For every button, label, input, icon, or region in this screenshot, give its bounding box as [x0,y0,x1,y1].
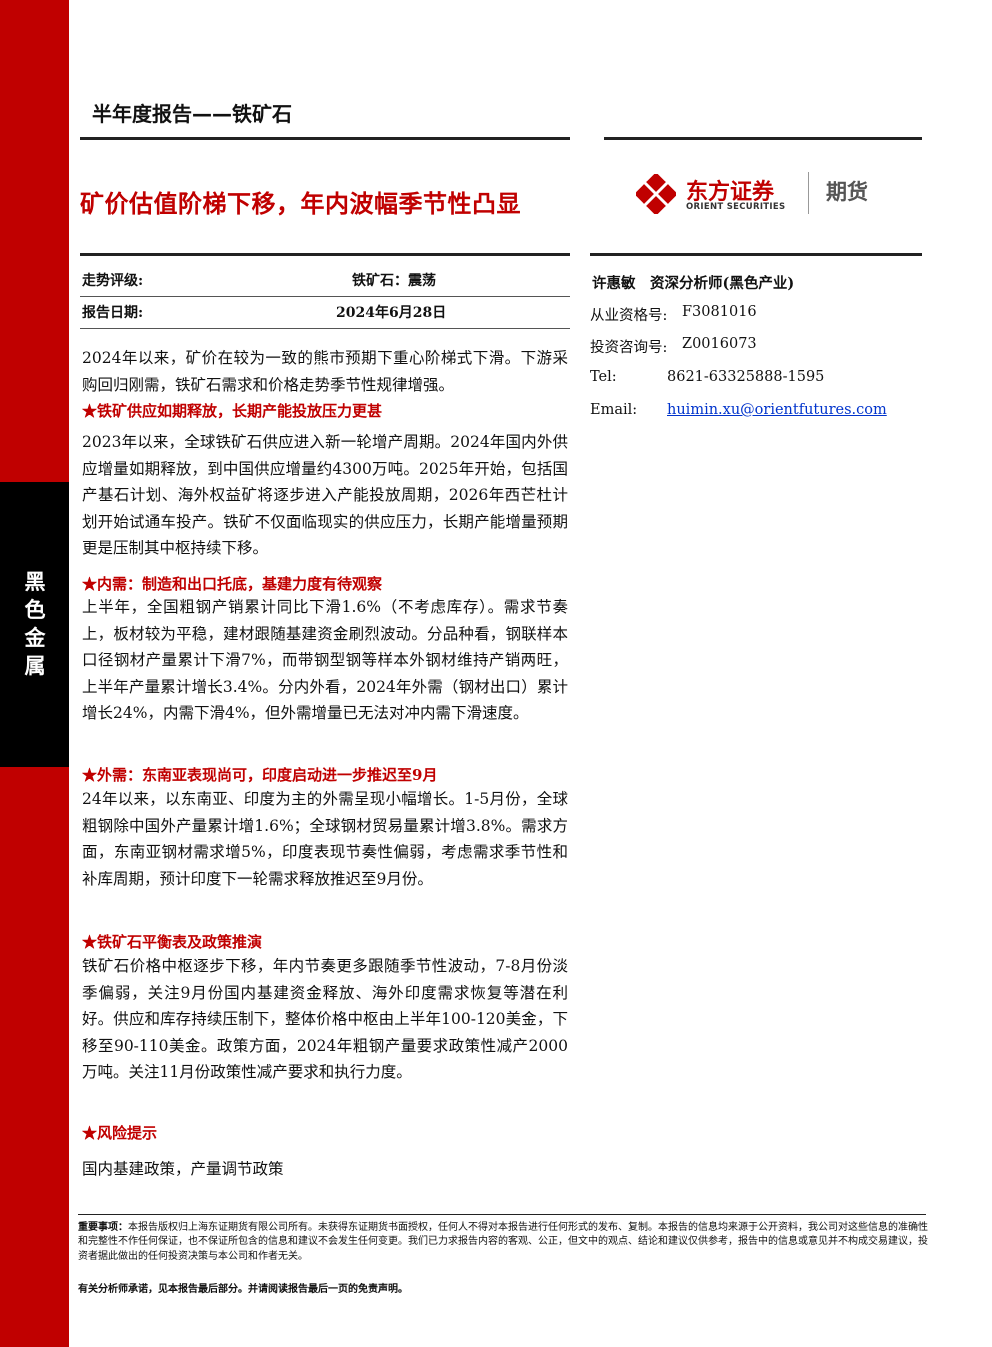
investment-advisory-label: 投资咨询号: [590,340,668,356]
disclaimer-note: 有关分析师承诺，见本报告最后部分。并请阅读报告最后一页的免责声明。 [78,1284,408,1295]
meta-rule-left [80,253,570,256]
section-body-balance: 铁矿石价格中枢逐步下移，年内节奏更多跟随季节性波动，7-8月份淡季偏弱，关注9月… [82,957,568,1081]
footer-rule [78,1214,926,1215]
email-label: Email: [590,402,638,418]
qualification-number: F3081016 [682,304,757,320]
investment-advisory-number: Z0016073 [682,336,757,352]
brand-name-en: ORIENT SECURITIES [686,202,786,212]
section-heading-risk: ★风险提示 [82,1124,158,1142]
report-type-title: 半年度报告——铁矿石 [92,102,292,126]
tel-label: Tel: [590,369,617,385]
email-link[interactable]: huimin.xu@orientfutures.com [667,402,887,418]
section-body-domestic: 上半年，全国粗钢产销累计同比下滑1.6%（不考虑库存）。需求节奏上，板材较为平稳… [82,598,568,722]
qualification-label: 从业资格号: [590,308,668,324]
section-heading-external: ★外需：东南亚表现尚可，印度启动进一步推迟至9月 [82,766,438,784]
section-body-external: 24年以来，以东南亚、印度为主的外需呈现小幅增长。1-5月份，全球粗钢除中国外产… [82,790,568,888]
disclaimer-text: 重要事项：本报告版权归上海东证期货有限公司所有。未获得东证期货书面授权，任何人不… [78,1221,928,1264]
top-rule-left [80,137,570,140]
meta-divider [80,296,570,297]
section-body-supply: 2023年以来，全球铁矿石供应进入新一轮增产周期。2024年国内外供应增量如期释… [82,433,568,557]
tel-number: 8621-63325888-1595 [667,369,825,385]
brand-name-cn: 东方证券 [686,180,775,205]
meta-rule-right [590,253,922,256]
disclaimer-label: 重要事项： [78,1222,128,1233]
trend-rating-label: 走势评级: [82,273,144,289]
report-date-value: 2024年6月28日 [336,305,447,321]
section-heading-domestic: ★内需：制造和出口托底，基建力度有待观察 [82,575,383,593]
analyst-name-title: 许惠敏 资深分析师(黑色产业) [592,275,795,292]
brand-logo: 东方证券 ORIENT SECURITIES 期货 [636,172,916,216]
top-rule-right [604,137,922,140]
report-headline: 矿价估值阶梯下移，年内波幅季节性凸显 [80,190,521,218]
intro-paragraph: 2024年以来，矿价在较为一致的熊市预期下重心阶梯式下滑。下游采购回归刚需，铁矿… [82,349,568,394]
disclaimer-body: 本报告版权归上海东证期货有限公司所有。未获得东证期货书面授权，任何人不得对本报告… [78,1222,928,1262]
trend-rating-value: 铁矿石：震荡 [352,273,436,289]
section-body-risk: 国内基建政策，产量调节政策 [82,1160,284,1178]
section-heading-balance: ★铁矿石平衡表及政策推演 [82,933,263,951]
meta-bottom-rule [80,328,570,329]
sector-side-label: 黑色金属 [24,570,46,678]
left-black-block [0,482,69,767]
report-date-label: 报告日期: [82,305,144,321]
section-heading-supply: ★铁矿供应如期释放，长期产能投放压力更甚 [82,402,383,420]
logo-divider [808,172,809,214]
orient-logo-icon [636,174,676,214]
brand-division: 期货 [826,180,868,204]
